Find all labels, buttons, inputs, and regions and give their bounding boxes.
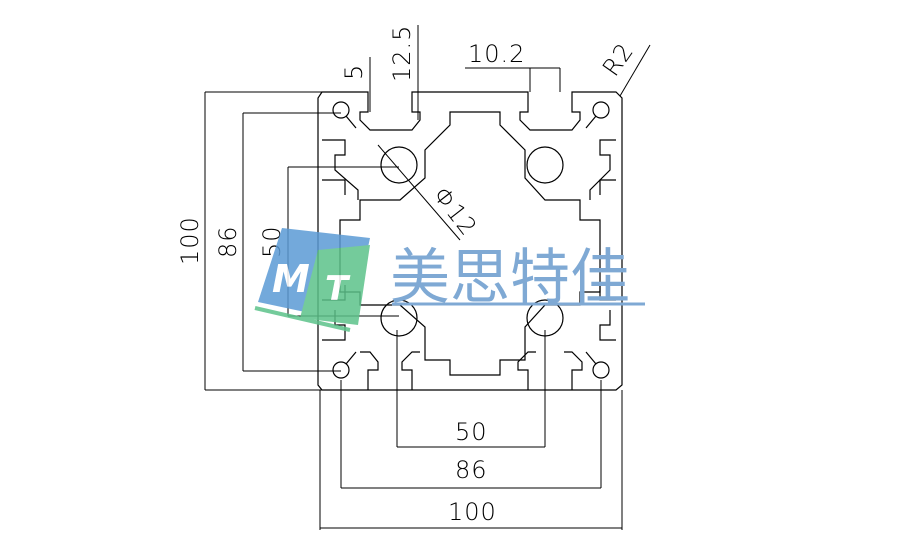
dimension-lines xyxy=(204,25,651,530)
logo-green-shape xyxy=(300,245,370,325)
dim-bottom-inner: 50 xyxy=(455,418,488,446)
dim-bottom-overall: 100 xyxy=(448,498,497,526)
dim-left-mid: 86 xyxy=(214,225,242,258)
dim-slot-width: 10.2 xyxy=(468,40,525,68)
center-holes xyxy=(380,146,564,337)
profile-outline xyxy=(317,91,623,391)
brand-text: 美思特佳 xyxy=(390,243,630,313)
dim-left-overall: 100 xyxy=(176,216,204,265)
dim-top-slot-height: 12.5 xyxy=(388,25,416,82)
logo-letter-m: M xyxy=(272,257,310,301)
corner-keyholes xyxy=(332,101,610,379)
dim-bottom-mid: 86 xyxy=(455,456,488,484)
dim-top-slot-depth: 5 xyxy=(340,64,368,80)
dim-corner-radius: R2 xyxy=(597,38,639,82)
logo-letter-t: T xyxy=(325,269,351,309)
brand-logo: M T xyxy=(254,228,370,332)
